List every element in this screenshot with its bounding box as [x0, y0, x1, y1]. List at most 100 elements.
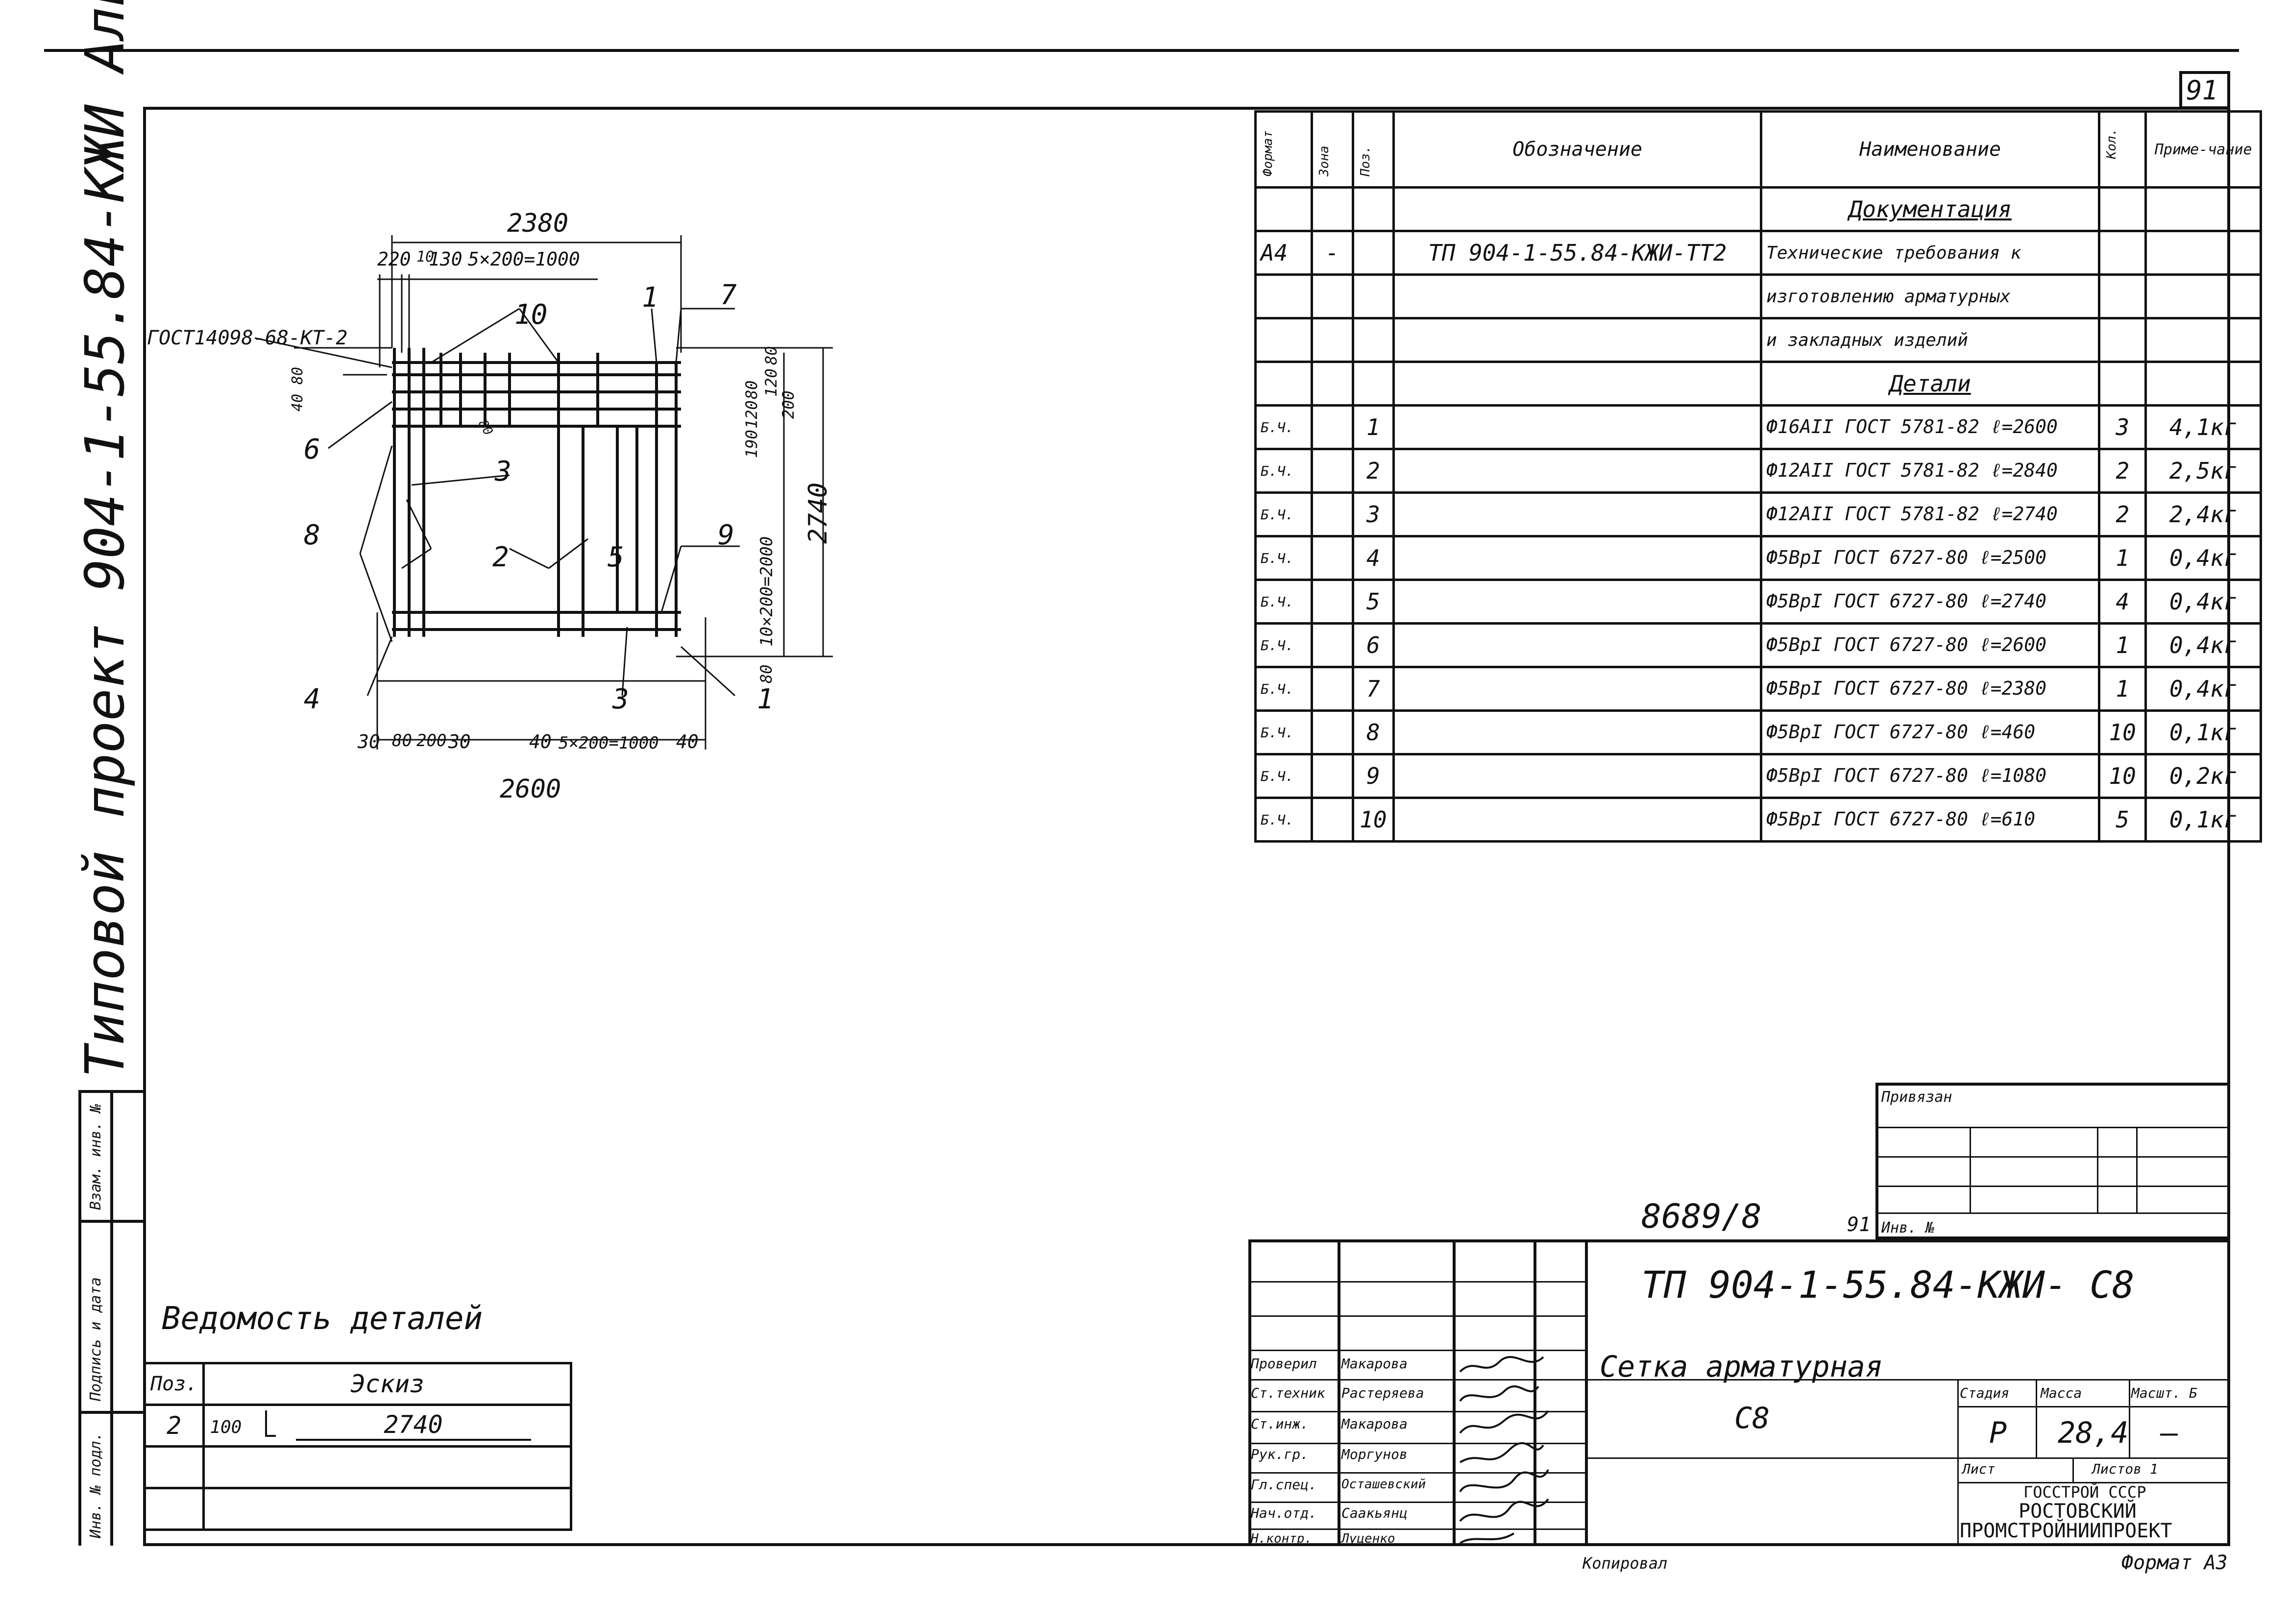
callout-3: 3 [495, 456, 511, 487]
callout-2: 2 [492, 541, 509, 573]
dim-right-left-3: 80 [742, 380, 761, 399]
person-role-3: Ст.инж. [1251, 1416, 1309, 1432]
spec-col-code: Обозначение [1392, 110, 1763, 189]
mesh-drawing [254, 235, 833, 750]
callout-4: 4 [304, 683, 320, 715]
details-list-table: Поз. Эскиз 2 100 2740 [143, 1362, 573, 1531]
stage-value: Р [1989, 1416, 2007, 1450]
table-row: Документация [1254, 186, 2263, 232]
sheet-number-box [2179, 71, 2230, 109]
spec-col-pos: Поз. [1351, 110, 1395, 189]
callout-10: 10 [514, 299, 548, 331]
spec-col-qty: Кол. [2098, 110, 2147, 189]
title-code: ТП 904-1-55.84-КЖИ- С8 [1641, 1263, 2135, 1307]
dim-right-top-3: 200 [779, 390, 798, 419]
signatures [1459, 1356, 1549, 1544]
dim-right-left-1: 190 [742, 430, 761, 458]
dim-bottom-chain-1: 30 [358, 731, 380, 752]
details-list-title: Ведомость деталей [162, 1301, 483, 1337]
spec-col-name: Наименование [1760, 110, 2101, 189]
person-role-4: Рук.гр. [1251, 1446, 1309, 1462]
dim-top-chain-4: 5×200=1000 [468, 248, 580, 270]
specification-table: Формат Зона Поз. Обозначение Наименовани… [1254, 110, 2263, 843]
sheet-label: Лист [1962, 1461, 1996, 1477]
dim-bottom-chain-3: 200 [416, 731, 447, 751]
person-name-2: Растеряева [1341, 1385, 1424, 1401]
person-role-7: Н.контр. [1251, 1531, 1313, 1546]
scale-label: Масшт. Б [2131, 1385, 2197, 1401]
dim-bottom-chain-7: 40 [676, 731, 699, 752]
sheets-label: Листов 1 [2092, 1461, 2158, 1477]
callout-6: 6 [304, 434, 320, 465]
scale-value: — [2161, 1416, 2179, 1450]
spec-col-note: Приме-чание [2144, 110, 2263, 189]
archive-sheet: 91 [1847, 1213, 1871, 1236]
dim-top-chain-2: 10 [416, 248, 435, 266]
mass-value: 28,4 [2058, 1416, 2129, 1450]
person-name-6: Саакьянц [1341, 1505, 1408, 1521]
dim-right-mid: 10×200=2000 [757, 536, 777, 647]
org-line-1: ГОССТРОЙ СССР [2023, 1483, 2146, 1502]
spec-header-row: Формат Зона Поз. Обозначение Наименовани… [1254, 110, 2263, 189]
sheet-number: 91 [2186, 75, 2218, 106]
mass-label: Масса [2041, 1385, 2082, 1401]
person-role-5: Гл.спец. [1251, 1477, 1317, 1493]
person-name-7: Луценко [1341, 1531, 1395, 1546]
table-row: и закладных изделий [1254, 317, 2263, 363]
gost-note: ГОСТ14098-68-КТ-2 [147, 327, 348, 349]
spec-col-zone: Зона [1310, 110, 1354, 189]
dim-top-chain-1: 220 [377, 248, 411, 270]
dim-top-chain-3: 130 [429, 248, 462, 270]
table-row [143, 1445, 573, 1489]
callout-1-top: 1 [642, 282, 658, 314]
table-row: Детали [1254, 361, 2263, 407]
person-role-1: Проверил [1251, 1356, 1317, 1372]
dim-right-top-2: 120 [762, 368, 780, 397]
dim-bottom-chain-2: 80 [392, 731, 412, 751]
table-row: изготовлению арматурных [1254, 273, 2263, 319]
table-row [143, 1487, 573, 1531]
dim-bottom-chain-4: 30 [448, 731, 471, 752]
person-role-2: Ст.техник [1251, 1385, 1325, 1401]
person-name-5: Осташевский [1341, 1477, 1426, 1492]
callout-3-bottom: 3 [612, 683, 629, 715]
stamp-inv-podl: Инв. № подл. [87, 1432, 104, 1538]
dim-left-small-1: 80 [289, 366, 306, 385]
dim-bottom-overall: 2600 [500, 775, 561, 804]
dim-right-overall: 2740 [803, 482, 833, 544]
callout-1-bottom: 1 [757, 683, 774, 715]
callout-7: 7 [720, 279, 737, 311]
binding-label: Привязан [1881, 1089, 1952, 1106]
org-line-2: РОСТОВСКИЙ [2019, 1500, 2137, 1523]
title-name-2: С8 [1734, 1401, 1770, 1435]
callout-9: 9 [718, 519, 734, 551]
org-line-3: ПРОМСТРОЙНИИПРОЕКТ [1960, 1520, 2172, 1542]
callout-5: 5 [608, 541, 624, 573]
dim-right-left-2: 120 [742, 400, 761, 429]
table-row: 2 100 2740 [143, 1404, 573, 1448]
dim-right-bottom: 80 [757, 664, 776, 683]
dim-left-small-2: 40 [289, 393, 306, 412]
title-name-1: Сетка арматурная [1600, 1350, 1883, 1384]
inv-label: Инв. № [1881, 1219, 1935, 1236]
details-header-row: Поз. Эскиз [143, 1362, 573, 1406]
side-title: Типовой проект 904-1-55.84-КЖИ Альбом 8 [73, 0, 136, 1078]
spec-col-format: Формат [1254, 110, 1313, 189]
stamp-signature: Подпись и дата [87, 1277, 104, 1401]
title-block [1248, 1239, 2230, 1546]
dim-right-top-1: 80 [762, 346, 780, 365]
person-name-1: Макарова [1341, 1356, 1408, 1372]
dim-bottom-chain-5: 40 [529, 731, 552, 752]
person-name-4: Моргунов [1341, 1446, 1408, 1462]
